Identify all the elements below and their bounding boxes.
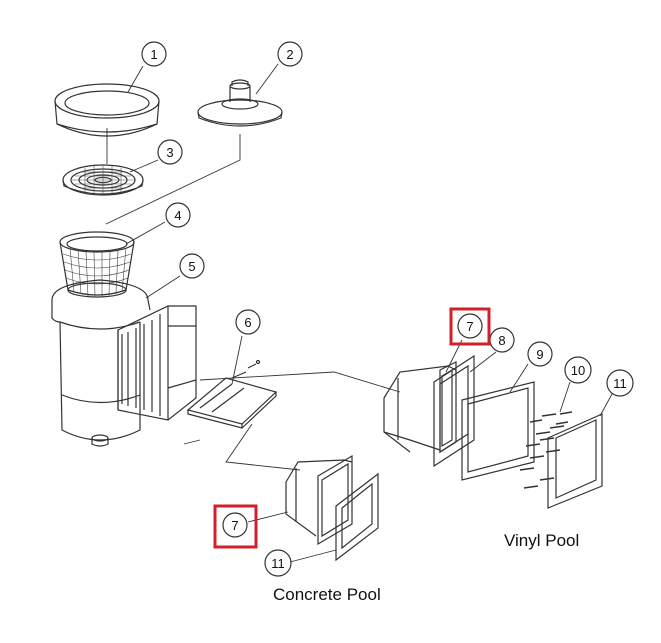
- highlight-box-7-concrete: [213, 504, 258, 549]
- highlight-box-7-vinyl: [449, 307, 491, 346]
- callout-10-circle: [564, 356, 592, 384]
- part-2-vacuum-plate: [197, 79, 283, 127]
- callout-9-circle: [527, 341, 553, 367]
- part-7-adapter-concrete: [285, 454, 353, 546]
- callout-6-circle: [235, 309, 261, 335]
- callout-11b-circle: [264, 549, 292, 577]
- caption-vinyl-pool: Vinyl Pool: [504, 531, 579, 550]
- callout-6: 6: [244, 315, 251, 330]
- part-6-weir-flap: [186, 359, 278, 429]
- part-7-adapter-vinyl: [383, 361, 457, 454]
- part-9-faceplate: [461, 381, 535, 481]
- part-3-grid-pattern: [72, 165, 134, 195]
- callout-4-circle: [165, 202, 191, 228]
- callout-5: 5: [188, 259, 195, 274]
- part-5-mouth: [117, 305, 197, 421]
- callout-7b: 7: [231, 518, 238, 533]
- callout-3-circle: [157, 139, 183, 165]
- callout-1: 1: [150, 47, 157, 62]
- part-4-basket: [59, 231, 135, 298]
- callout-11b: 11: [271, 556, 285, 571]
- callout-circles: [141, 41, 634, 577]
- callout-9: 9: [536, 347, 543, 362]
- callout-labels: 1 2 3 4 5 6 7 8 9 10 11 7 11: [150, 47, 626, 571]
- callout-1-circle: [141, 41, 167, 67]
- assembly-lines: [105, 128, 401, 471]
- highlight-boxes: [213, 307, 491, 549]
- callout-5-circle: [179, 253, 205, 279]
- callout-11a-circle: [606, 369, 634, 397]
- caption-concrete-pool: Concrete Pool: [273, 585, 381, 604]
- callout-8: 8: [498, 333, 505, 348]
- callout-10: 10: [571, 363, 585, 378]
- part-4-basket-mesh: [62, 247, 132, 298]
- leader-lines: [125, 63, 613, 563]
- part-10-screws: [519, 411, 573, 489]
- part-11-gasket-concrete: [335, 472, 379, 562]
- callout-7b-circle: [222, 512, 248, 538]
- part-5-skimmer-body: [51, 279, 151, 447]
- callout-2: 2: [286, 47, 293, 62]
- part-11-gasket-vinyl: [547, 413, 603, 509]
- callout-11a: 11: [613, 376, 627, 391]
- callout-4: 4: [174, 208, 181, 223]
- callout-7a: 7: [466, 319, 473, 334]
- callout-2-circle: [277, 41, 303, 67]
- callout-3: 3: [166, 145, 173, 160]
- callout-7a-circle: [457, 313, 483, 339]
